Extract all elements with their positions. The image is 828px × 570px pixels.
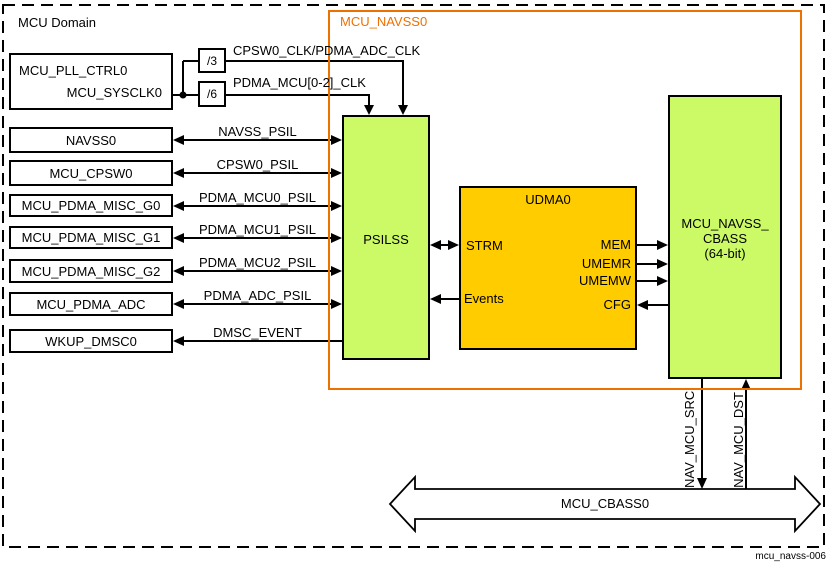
udma0-block bbox=[459, 186, 637, 350]
cfg-port-label: CFG bbox=[603, 297, 631, 312]
arrowhead-right-icon bbox=[448, 240, 459, 250]
dmsc-event-connector bbox=[173, 336, 342, 346]
umemw-port-label: UMEMW bbox=[579, 273, 631, 288]
events-port-label: Events bbox=[464, 291, 504, 306]
navss-psil-label: NAVSS_PSIL bbox=[218, 124, 297, 139]
pdma-mcu0-psil-label: PDMA_MCU0_PSIL bbox=[198, 190, 317, 205]
nav-mcu-dst-label: NAV_MCU_DST bbox=[731, 392, 746, 488]
psilss-block bbox=[342, 115, 430, 360]
pdma-adc-psil-label: PDMA_ADC_PSIL bbox=[203, 288, 312, 303]
sysclk-net bbox=[173, 60, 198, 99]
umemr-port-label: UMEMR bbox=[581, 256, 631, 271]
arrowhead-left-icon bbox=[637, 300, 648, 310]
events-connector bbox=[430, 294, 459, 304]
pdma-mcu-clk-label: PDMA_MCU[0-2]_CLK bbox=[233, 75, 366, 90]
mcu-pll-ctrl0-box: MCU_PLL_CTRL0 MCU_SYSCLK0 bbox=[9, 53, 173, 110]
mem-port-label: MEM bbox=[600, 237, 631, 252]
mcu-sysclk0-label: MCU_SYSCLK0 bbox=[66, 85, 162, 100]
arrowhead-left-icon bbox=[173, 168, 184, 178]
mcu-navss-cbass-label: MCU_NAVSS_ CBASS (64-bit) bbox=[668, 216, 782, 261]
udma0-label: UDMA0 bbox=[525, 192, 571, 207]
cpsw0-psil-connector bbox=[173, 168, 342, 178]
psilss-label: PSILSS bbox=[363, 232, 409, 247]
arrowhead-right-icon bbox=[657, 240, 668, 250]
arrowhead-left-icon bbox=[430, 240, 441, 250]
cpsw0-clk-label: CPSW0_CLK/PDMA_ADC_CLK bbox=[233, 43, 421, 58]
divider-by-3-box: /3 bbox=[198, 48, 226, 73]
arrowhead-left-icon bbox=[173, 201, 184, 211]
arrowhead-down-icon bbox=[364, 105, 374, 115]
divider-by-6-box: /6 bbox=[198, 81, 226, 107]
arrowhead-right-icon bbox=[657, 276, 668, 286]
mcu-pdma-adc-box: MCU_PDMA_ADC bbox=[9, 292, 173, 316]
arrowhead-right-icon bbox=[331, 299, 342, 309]
umemr-connector bbox=[637, 259, 668, 269]
pdma-mcu0-psil-connector bbox=[173, 201, 342, 211]
cbass-label-line3: (64-bit) bbox=[704, 246, 746, 261]
pdma-mcu-clk-connector bbox=[226, 94, 374, 115]
nav-mcu-src-label: NAV_MCU_SRC bbox=[682, 390, 697, 488]
arrowhead-right-icon bbox=[331, 201, 342, 211]
arrowhead-right-icon bbox=[331, 266, 342, 276]
arrowhead-left-icon bbox=[173, 336, 184, 346]
arrowhead-right-icon bbox=[331, 233, 342, 243]
arrowhead-left-icon bbox=[173, 135, 184, 145]
mcu-pdma-misc-g0-box: MCU_PDMA_MISC_G0 bbox=[9, 194, 173, 217]
pdma-mcu1-psil-connector bbox=[173, 233, 342, 243]
arrowhead-left-icon bbox=[173, 233, 184, 243]
arrowhead-down-icon bbox=[697, 478, 707, 489]
junction-dot bbox=[179, 91, 187, 99]
cfg-connector bbox=[637, 300, 668, 310]
cbass-label-line2: CBASS bbox=[702, 231, 748, 246]
navss-psil-connector bbox=[173, 135, 342, 145]
mcu-navss0-group-label: MCU_NAVSS0 bbox=[340, 14, 428, 29]
mcu-navss-cbass-block bbox=[668, 95, 782, 379]
cpsw0-psil-label: CPSW0_PSIL bbox=[216, 157, 299, 172]
figure-id-watermark: mcu_navss-006 bbox=[755, 551, 826, 562]
cbass-label-line1: MCU_NAVSS_ bbox=[681, 216, 769, 231]
pdma-mcu1-psil-label: PDMA_MCU1_PSIL bbox=[198, 222, 317, 237]
arrowhead-down-icon bbox=[398, 105, 408, 115]
pdma-mcu2-psil-label: PDMA_MCU2_PSIL bbox=[198, 255, 317, 270]
arrowhead-left-icon bbox=[430, 294, 441, 304]
strm-connector bbox=[430, 240, 459, 250]
mcu-pdma-misc-g1-box: MCU_PDMA_MISC_G1 bbox=[9, 226, 173, 249]
arrowhead-left-icon bbox=[173, 266, 184, 276]
mcu-cbass0-bus-arrow bbox=[388, 474, 822, 534]
mcu-pdma-misc-g2-box: MCU_PDMA_MISC_G2 bbox=[9, 259, 173, 283]
nav-mcu-dst-connector bbox=[741, 379, 751, 489]
mcu-cbass0-bus-label: MCU_CBASS0 bbox=[560, 496, 650, 511]
arrowhead-right-icon bbox=[331, 135, 342, 145]
arrowhead-left-icon bbox=[173, 299, 184, 309]
mcu-domain-label: MCU Domain bbox=[18, 15, 97, 30]
mem-connector bbox=[637, 240, 668, 250]
navss0-box: NAVSS0 bbox=[9, 127, 173, 153]
mcu-cpsw0-box: MCU_CPSW0 bbox=[9, 160, 173, 186]
pdma-mcu2-psil-connector bbox=[173, 266, 342, 276]
arrowhead-right-icon bbox=[331, 168, 342, 178]
mcu-pll-ctrl0-label: MCU_PLL_CTRL0 bbox=[19, 63, 128, 78]
arrowhead-up-icon bbox=[741, 379, 751, 390]
mcu-navss0-group bbox=[328, 10, 802, 390]
strm-port-label: STRM bbox=[466, 238, 503, 253]
dmsc-event-label: DMSC_EVENT bbox=[213, 325, 302, 340]
mcu-domain-border bbox=[2, 4, 825, 548]
arrowhead-right-icon bbox=[657, 259, 668, 269]
wkup-dmsc0-box: WKUP_DMSC0 bbox=[9, 329, 173, 353]
nav-mcu-src-connector bbox=[697, 379, 707, 489]
umemw-connector bbox=[637, 276, 668, 286]
pdma-adc-psil-connector bbox=[173, 299, 342, 309]
cpsw0-clk-connector bbox=[226, 60, 408, 115]
